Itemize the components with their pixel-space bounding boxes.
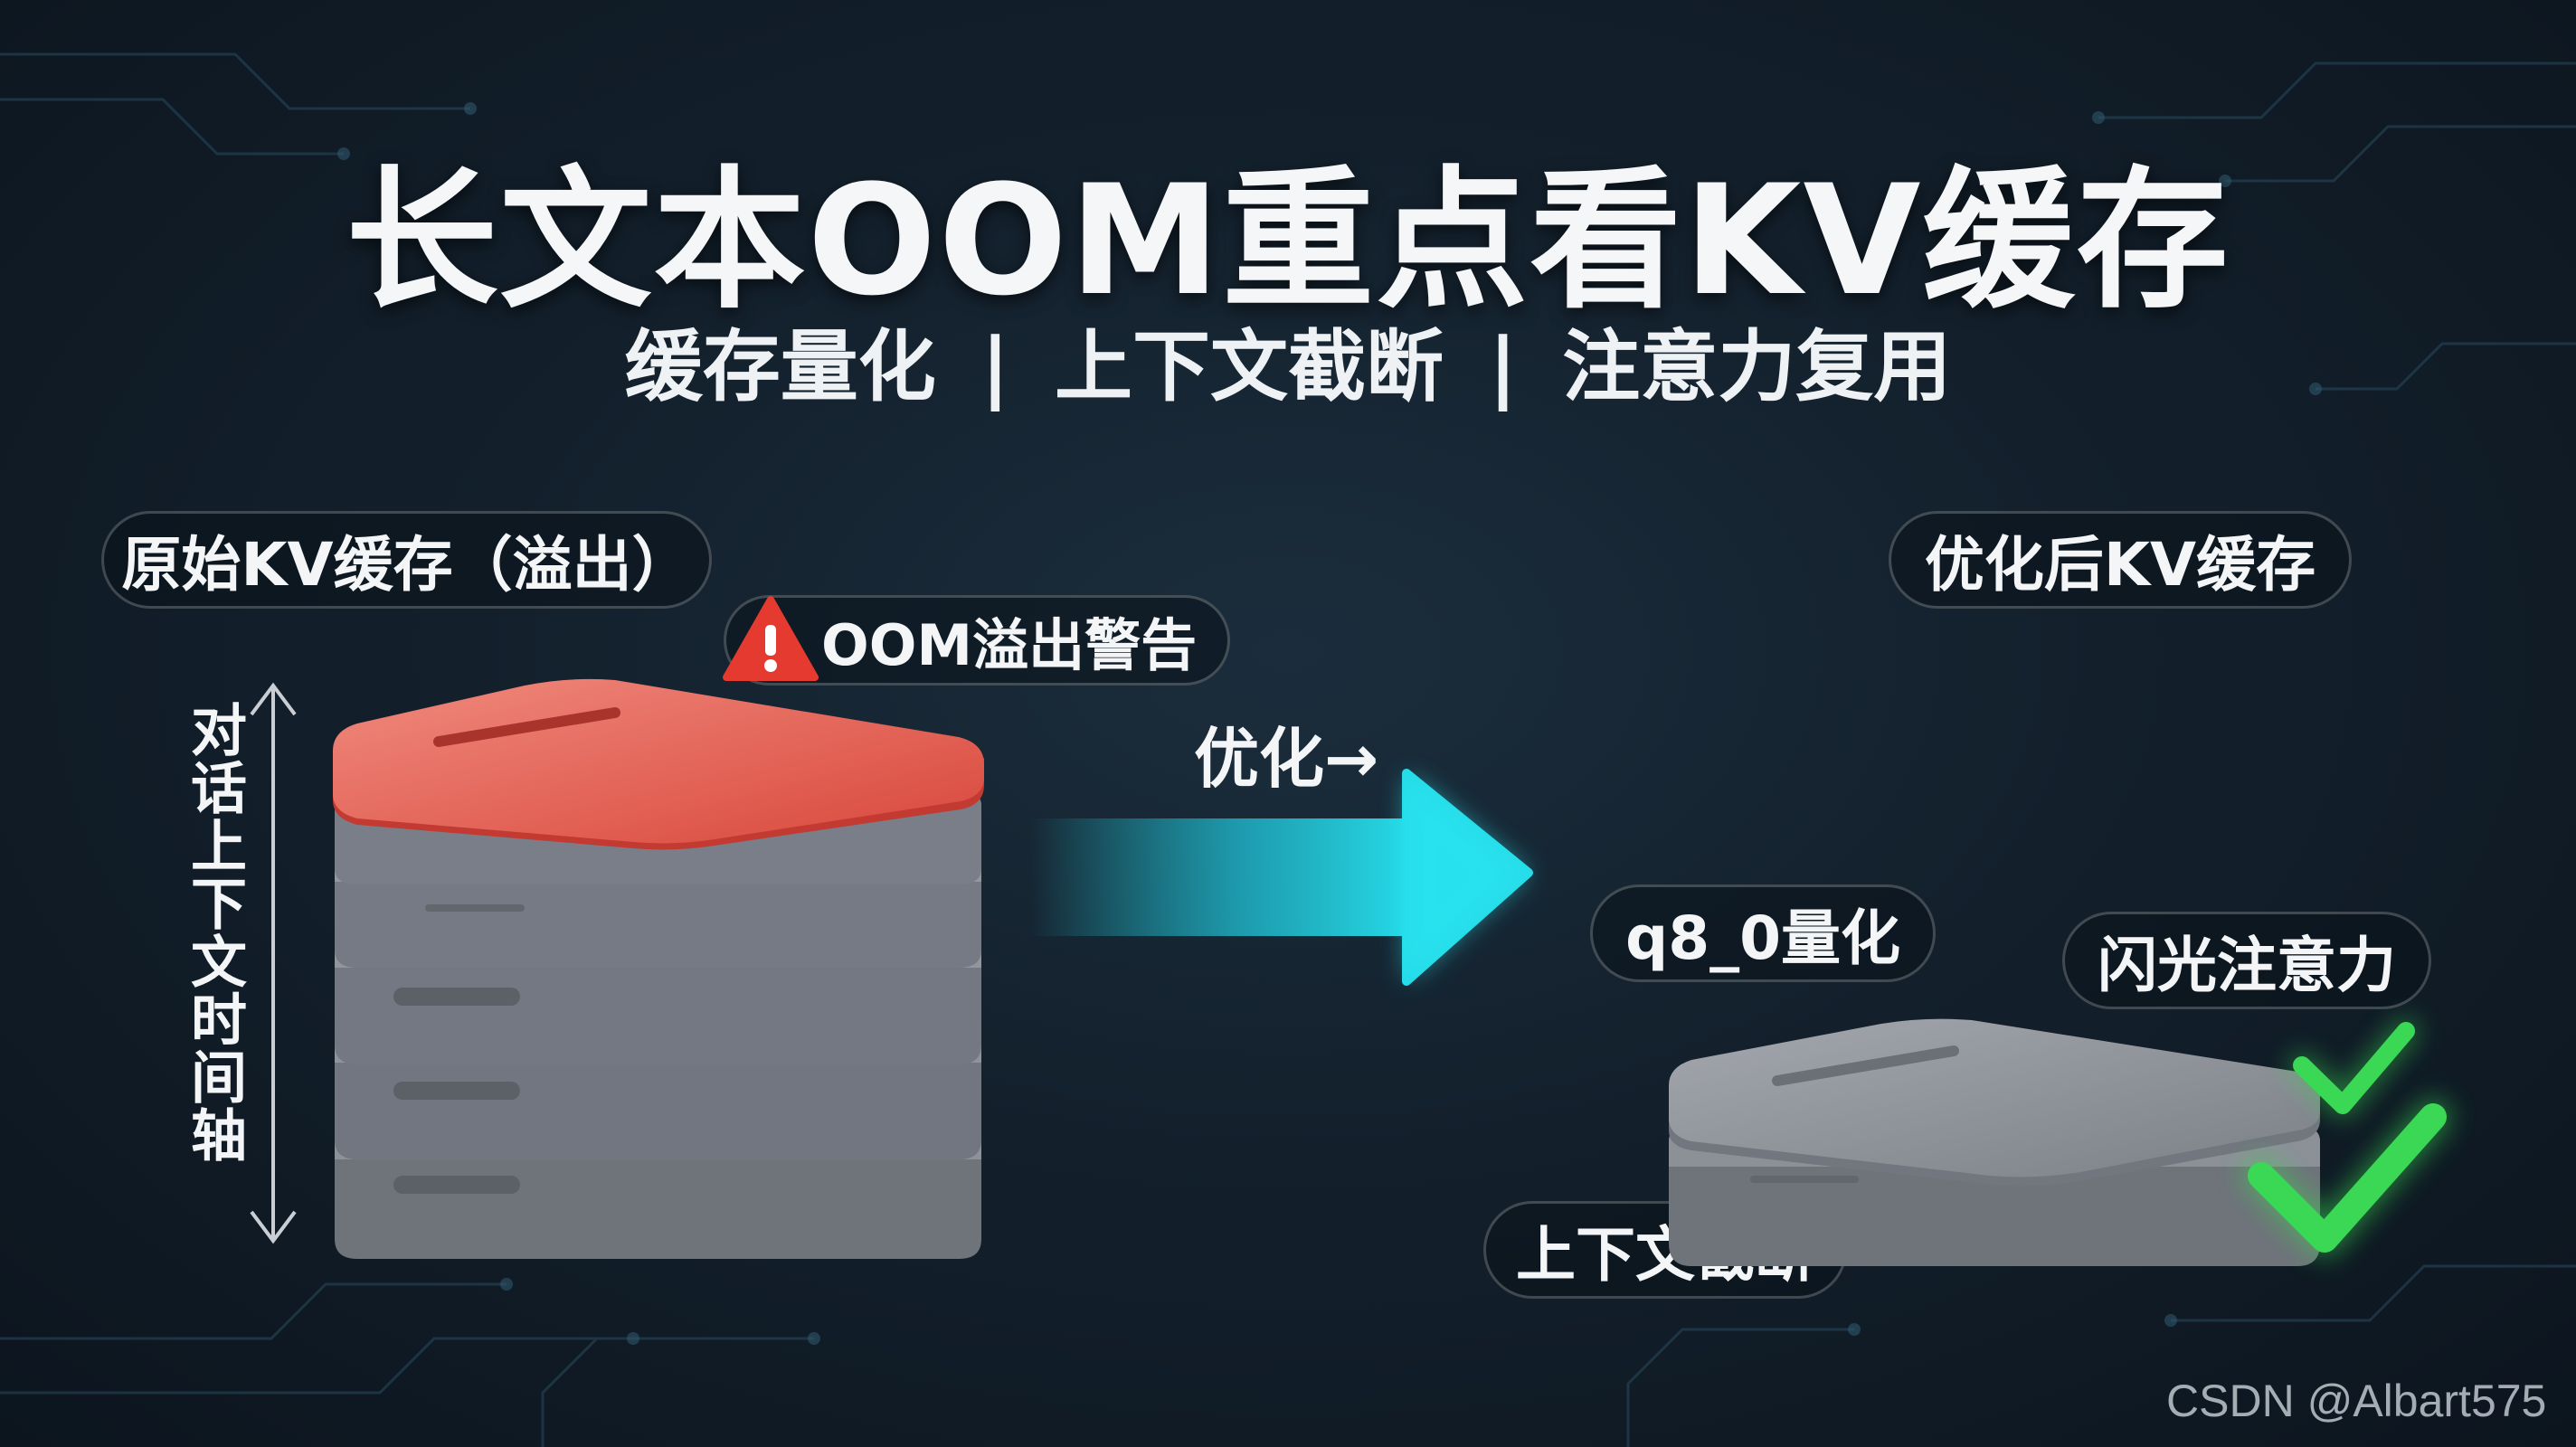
page-subtitle: 缓存量化 | 上下文截断 | 注意力复用 (624, 322, 1952, 412)
check-icon (2243, 1099, 2451, 1257)
check-icon (2289, 1018, 2419, 1118)
oom-warning-text: OOM溢出警告 (821, 612, 1198, 678)
page-title: 长文本OOM重点看KV缓存 (346, 152, 2230, 329)
original-cache-label: 原始KV缓存（溢出） (101, 511, 712, 609)
optimized-cache-stack (1669, 1018, 2320, 1266)
double-arrow-icon (250, 682, 297, 1244)
original-cache-stack (333, 678, 984, 1259)
cache-layer (1669, 1018, 2320, 1187)
watermark: CSDN @Albart575 (2166, 1376, 2547, 1426)
overflow-layer (333, 678, 984, 850)
timeline-axis-label: 对话上下文时间轴 (181, 701, 247, 1164)
optimize-label: 优化→ (1194, 721, 1379, 797)
right-arrow-icon (1031, 769, 1533, 986)
oom-warning-badge: OOM溢出警告 (723, 595, 1230, 686)
warning-icon (723, 596, 819, 681)
flash-attention-tag: 闪光注意力 (2062, 912, 2431, 1009)
quantize-tag: q8_0量化 (1590, 884, 1936, 982)
optimized-cache-label: 优化后KV缓存 (1889, 511, 2352, 609)
